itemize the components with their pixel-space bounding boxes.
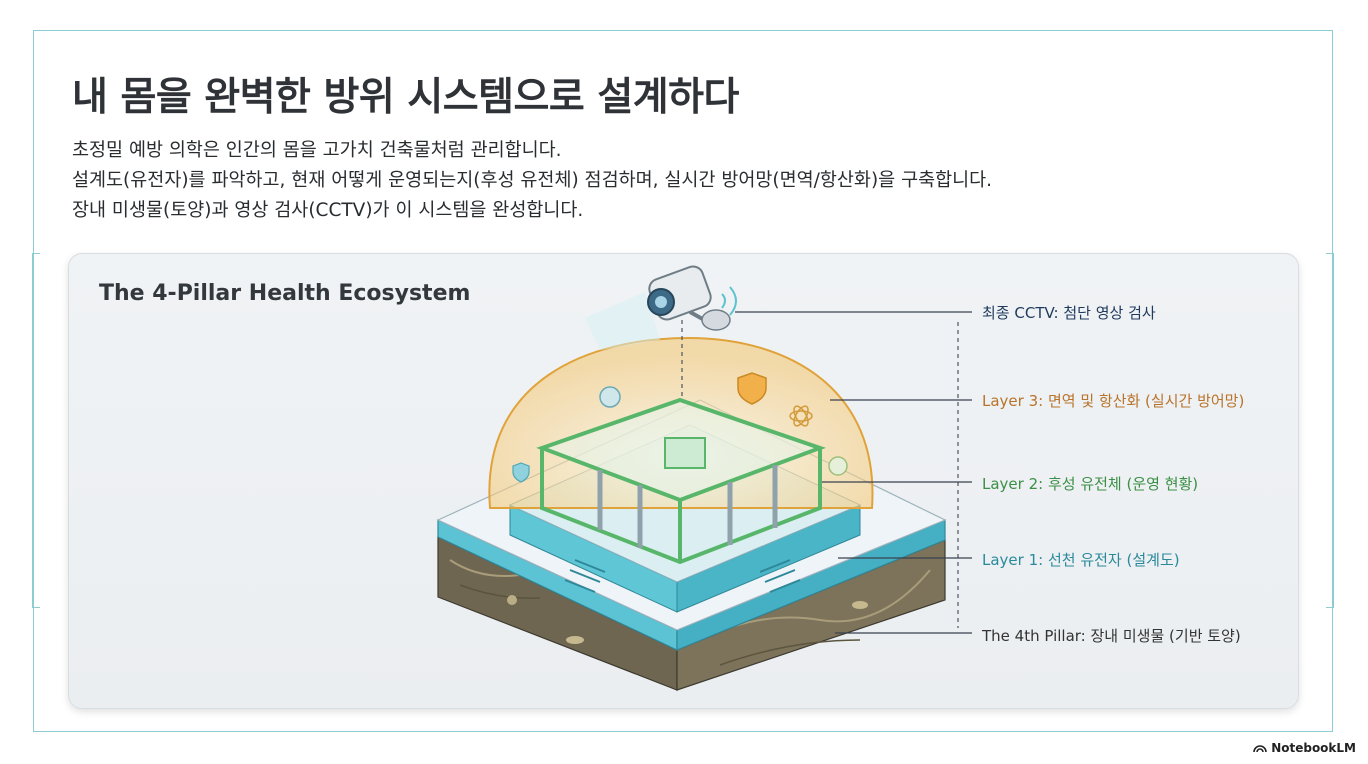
brand-watermark: NotebookLM [1253, 741, 1356, 755]
intro-line: 장내 미생물(토양)과 영상 검사(CCTV)가 이 시스템을 완성합니다. [72, 200, 584, 221]
diagram-title: The 4-Pillar Health Ecosystem [99, 281, 471, 306]
label-layer3: Layer 3: 면역 및 항산화 (실시간 방어망) [982, 392, 1245, 410]
intro-line: 설계도(유전자)를 파악하고, 현재 어떻게 운영되는지(후성 유전체) 점검하… [72, 170, 993, 191]
microbe-icon [852, 601, 868, 609]
microbe-icon [507, 595, 517, 605]
intro-line: 초정밀 예방 의학은 인간의 몸을 고가치 건축물처럼 관리합니다. [72, 140, 562, 161]
atom-icon [789, 405, 813, 427]
label-cctv: 최종 CCTV: 첨단 영상 검사 [982, 304, 1156, 322]
notebooklm-logo-icon [1253, 745, 1267, 753]
building-frame [536, 397, 826, 565]
right-bracket [1326, 253, 1334, 608]
ecosystem-illustration [436, 265, 972, 691]
shield-icon [737, 372, 767, 405]
page-title: 내 몸을 완벽한 방위 시스템으로 설계하다 [72, 75, 739, 120]
label-layer1: Layer 1: 선천 유전자 (설계도) [982, 551, 1180, 569]
cctv-camera-icon [585, 265, 737, 350]
left-bracket [32, 253, 40, 608]
slide-frame [33, 30, 1333, 732]
cell-icon [828, 456, 848, 476]
microbe-icon [566, 636, 584, 644]
label-layer2: Layer 2: 후성 유전체 (운영 현황) [982, 475, 1199, 493]
label-pillar4: The 4th Pillar: 장내 미생물 (기반 토양) [982, 627, 1241, 645]
shield-icon [512, 462, 530, 483]
virus-icon [599, 386, 621, 408]
brand-label: NotebookLM [1271, 741, 1356, 755]
intro-text: 초정밀 예방 의학은 인간의 몸을 고가치 건축물처럼 관리합니다. 설계도(유… [72, 136, 992, 226]
